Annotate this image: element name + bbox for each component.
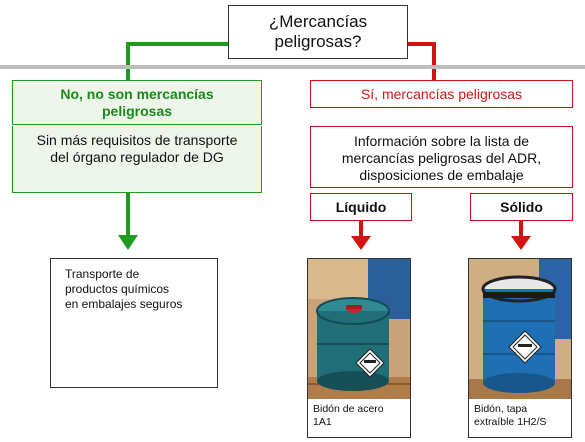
no-title-line-1: No, no son mercancías (60, 85, 214, 102)
question-line-2: peligrosas? (274, 32, 362, 51)
no-body-line-2: del órgano regulador de DG (50, 149, 224, 165)
liquid-caption: Bidón de acero 1A1 (313, 403, 408, 429)
no-branch-result-box: Transporte de productos químicos en emba… (50, 258, 218, 388)
solid-caption-line-1: Bidón, tapa (474, 403, 528, 415)
green-connector (126, 42, 228, 80)
result-line-1: Transporte de (65, 267, 140, 281)
liquid-photo-card: Bidón de acero 1A1 (307, 258, 411, 438)
green-arrow-icon (118, 193, 138, 250)
steel-drum-image (308, 259, 410, 399)
solid-photo-card: Bidón, tapa extraíble 1H2/S (468, 258, 572, 438)
liquid-label: Líquido (335, 199, 387, 215)
result-line-2: productos químicos (65, 282, 170, 296)
question-box: ¿Mercancías peligrosas? (228, 5, 408, 59)
yes-body-line-1: Información sobre la lista de (353, 133, 530, 149)
red-arrow-icon (351, 221, 371, 250)
liquid-box: Líquido (310, 193, 412, 221)
result-line-3: en embalajes seguros (65, 297, 183, 311)
no-title-line-2: peligrosas (101, 102, 173, 119)
solid-caption-line-2: extraíble 1H2/S (474, 416, 547, 428)
yes-body-line-3: disposiciones de embalaje (359, 167, 524, 183)
no-branch-body-box: Sin más requisitos de transporte del órg… (12, 126, 262, 193)
yes-body-line-2: mercancías peligrosas del ADR, (341, 150, 542, 166)
question-line-1: ¿Mercancías (268, 12, 368, 31)
red-connector (408, 42, 436, 80)
liquid-caption-line-2: 1A1 (313, 416, 332, 428)
no-branch-title-box: No, no son mercancías peligrosas (12, 80, 262, 125)
solid-caption: Bidón, tapa extraíble 1H2/S (474, 403, 569, 429)
no-body-line-1: Sin más requisitos de transporte (36, 132, 238, 148)
yes-title: Sí, mercancías peligrosas (360, 86, 523, 102)
solid-label: Sólido (500, 199, 543, 215)
hazard-diamond-icon (508, 330, 542, 364)
red-arrow-icon (511, 221, 531, 250)
yes-branch-title-box: Sí, mercancías peligrosas (310, 80, 573, 108)
hazard-diamond-icon (355, 348, 385, 378)
divider (0, 65, 585, 69)
yes-branch-body-box: Información sobre la lista de mercancías… (310, 126, 573, 188)
plastic-drum-image (469, 259, 571, 399)
solid-box: Sólido (470, 193, 573, 221)
liquid-caption-line-1: Bidón de acero (313, 403, 384, 415)
